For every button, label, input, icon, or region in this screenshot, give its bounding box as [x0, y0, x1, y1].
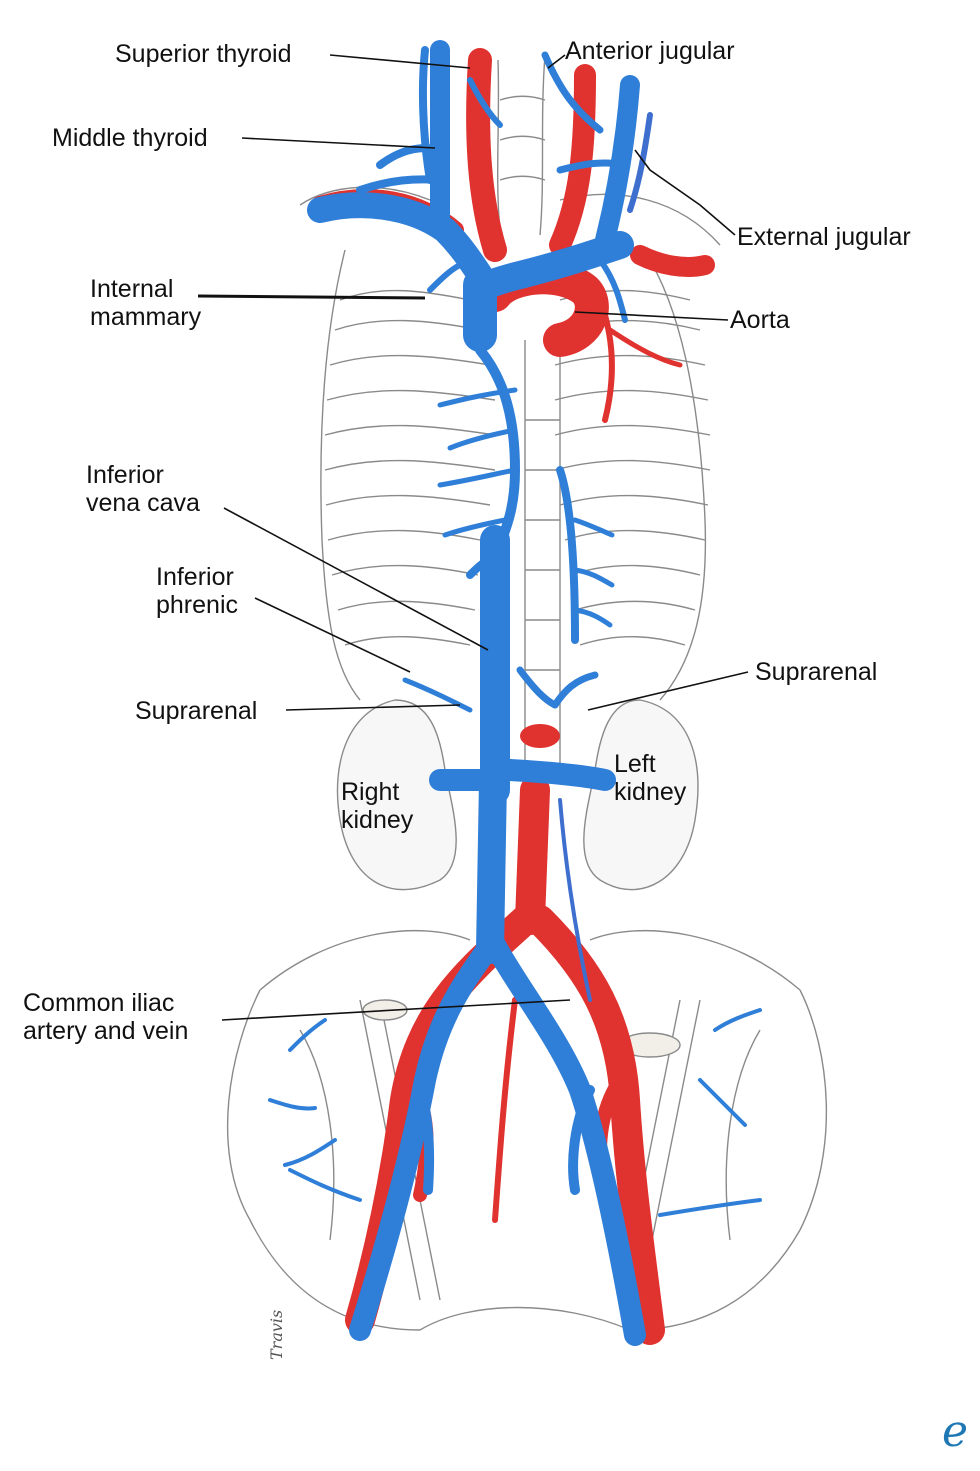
arteries	[311, 48, 715, 1345]
leader-superior-thyroid	[329, 54, 471, 69]
leader-common-iliac	[221, 999, 571, 1021]
leader-middle-thyroid	[241, 137, 436, 149]
leader-suprarenal-left	[285, 704, 461, 711]
leader-ivc	[223, 507, 489, 651]
label-suprarenal-left: Suprarenal	[135, 697, 257, 725]
aorta-stump	[520, 724, 560, 748]
label-anterior-jugular: Anterior jugular	[565, 37, 735, 65]
label-suprarenal-right: Suprarenal	[755, 658, 877, 686]
publisher-logo: e	[942, 1406, 968, 1457]
veins	[268, 40, 762, 1346]
label-ivc-line1: Inferior	[86, 461, 164, 489]
label-internal-mammary-line1: Internal	[90, 275, 173, 303]
label-left-kidney-line1: Left	[614, 750, 656, 778]
ribcage-sketch	[226, 54, 828, 1331]
label-internal-mammary-line2: mammary	[90, 303, 202, 331]
label-right-kidney-line2: kidney	[341, 806, 414, 834]
label-right-kidney-line1: Right	[341, 778, 399, 806]
leader-aorta	[574, 311, 729, 321]
label-superior-thyroid: Superior thyroid	[115, 40, 291, 68]
label-middle-thyroid: Middle thyroid	[52, 124, 208, 152]
labels: Superior thyroid Anterior jugular Middle…	[23, 37, 911, 1045]
label-ivc-line2: vena cava	[86, 489, 200, 517]
label-common-iliac-line1: Common iliac	[23, 989, 174, 1017]
right-kidney-outline	[336, 699, 457, 891]
leader-lines	[197, 54, 749, 1021]
leader-inferior-phrenic	[254, 597, 411, 673]
label-inferior-phrenic-line2: phrenic	[156, 591, 238, 619]
leader-anterior-jugular	[547, 54, 566, 69]
label-aorta: Aorta	[730, 306, 790, 334]
label-inferior-phrenic-line1: Inferior	[156, 563, 234, 591]
leader-external-jugular	[634, 149, 736, 236]
leader-suprarenal-right	[587, 671, 749, 711]
label-external-jugular: External jugular	[737, 223, 911, 251]
artist-signature: Travis	[267, 1310, 286, 1360]
leader-internal-mammary	[197, 294, 426, 300]
left-kidney-outline	[583, 699, 699, 891]
label-left-kidney-line2: kidney	[614, 778, 687, 806]
label-common-iliac-line2: artery and vein	[23, 1017, 188, 1045]
